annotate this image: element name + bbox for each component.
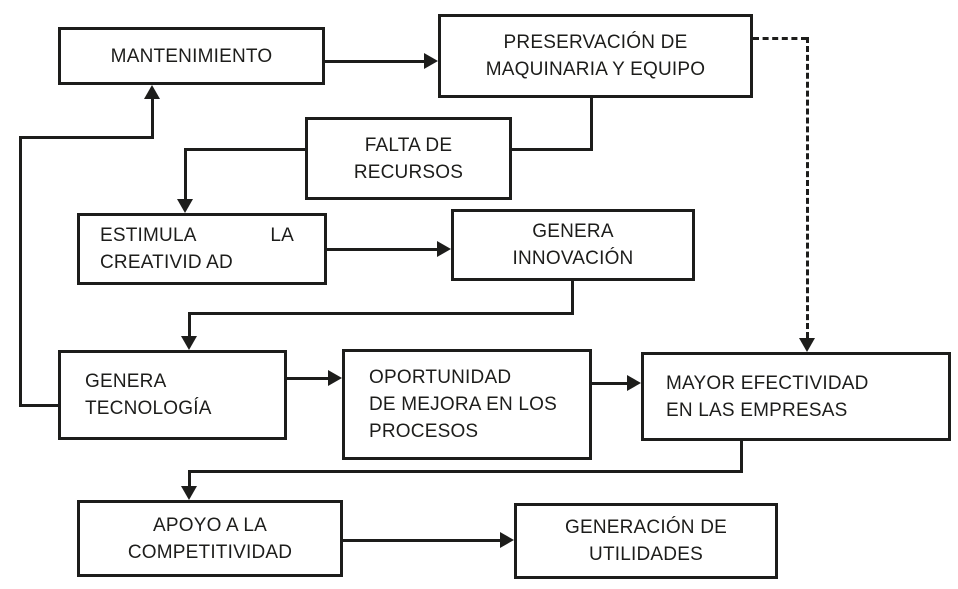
node-label: TECNOLOGÍA <box>85 398 212 419</box>
node-label: MANTENIMIENTO <box>110 45 273 67</box>
arrowhead-mantenimiento <box>144 85 160 99</box>
arrowhead-preservacion <box>424 53 438 69</box>
connector-mayor-apoyo-v2 <box>188 470 191 488</box>
connector-innovacion-tecnologia-v1 <box>571 281 574 315</box>
node-label-line: ESTIMULA LA <box>100 222 294 249</box>
node-falta-de-recursos: FALTA DE RECURSOS <box>305 117 512 200</box>
arrowhead-mayor-efectividad <box>627 375 641 391</box>
connector-innovacion-tecnologia-v2 <box>188 312 191 338</box>
connector-estimula-innovacion <box>327 248 437 251</box>
node-preservacion-maquinaria: PRESERVACIÓN DE MAQUINARIA Y EQUIPO <box>438 14 753 98</box>
connector-apoyo-generacion <box>343 539 500 542</box>
connector-oportunidad-mayor <box>592 382 627 385</box>
arrowhead-genera-innovacion <box>437 241 451 257</box>
node-label: EN LAS EMPRESAS <box>666 399 848 421</box>
connector-preservacion-falta-h <box>512 148 593 151</box>
node-label: UTILIDADES <box>589 544 703 565</box>
node-label: ESTIMULA <box>100 225 197 246</box>
node-label: PRESERVACIÓN DE <box>503 32 688 53</box>
connector-tecnologia-mantenimiento-v <box>19 136 22 407</box>
node-mantenimiento: MANTENIMIENTO <box>58 27 325 85</box>
connector-tecnologia-mantenimiento-h1 <box>19 404 58 407</box>
node-label: GENERA <box>85 371 167 392</box>
node-label: RECURSOS <box>353 161 464 183</box>
node-label: GENERACIÓN DE <box>564 517 727 538</box>
connector-falta-estimula-h <box>185 148 305 151</box>
node-label: FALTA DE <box>364 134 453 156</box>
arrowhead-generacion-utilidades <box>500 532 514 548</box>
node-label: MAYOR EFECTIVIDAD <box>666 372 869 394</box>
node-label: GENERA <box>532 221 614 242</box>
connector-tecnologia-mantenimiento-v2 <box>151 97 154 139</box>
dashed-connector-preservacion-mayor-h <box>753 37 807 40</box>
arrowhead-genera-tecnologia <box>181 336 197 350</box>
node-label: INNOVACIÓN <box>512 248 634 269</box>
node-label: MAQUINARIA Y EQUIPO <box>485 59 706 80</box>
connector-falta-estimula-v <box>184 148 187 201</box>
connector-mayor-apoyo-h <box>188 470 743 473</box>
node-label: PROCESOS <box>369 421 479 442</box>
node-oportunidad-mejora: OPORTUNIDAD DE MEJORA EN LOS PROCESOS <box>342 349 592 460</box>
connector-mantenimiento-preservacion <box>325 60 425 63</box>
node-estimula-creatividad: ESTIMULA LA CREATIVID AD <box>77 213 327 285</box>
arrowhead-estimula-creatividad <box>177 199 193 213</box>
arrowhead-mayor-efectividad-dashed <box>799 338 815 352</box>
node-label: CREATIVID AD <box>100 252 233 273</box>
dashed-connector-preservacion-mayor-v <box>806 37 809 338</box>
connector-tecnologia-mantenimiento-h2 <box>19 136 154 139</box>
node-genera-tecnologia: GENERA TECNOLOGÍA <box>58 350 287 440</box>
node-label: LA <box>270 225 294 246</box>
node-label: APOYO A LA <box>153 514 267 536</box>
node-label: COMPETITIVIDAD <box>127 541 293 563</box>
connector-preservacion-falta-v <box>590 98 593 151</box>
connector-tecnologia-oportunidad <box>287 377 328 380</box>
node-mayor-efectividad: MAYOR EFECTIVIDAD EN LAS EMPRESAS <box>641 352 951 441</box>
node-label: OPORTUNIDAD <box>369 367 512 388</box>
node-genera-innovacion: GENERA INNOVACIÓN <box>451 209 695 281</box>
node-generacion-utilidades: GENERACIÓN DE UTILIDADES <box>514 503 778 579</box>
arrowhead-oportunidad-mejora <box>328 370 342 386</box>
node-label: DE MEJORA EN LOS <box>369 394 557 415</box>
connector-innovacion-tecnologia-h <box>188 312 574 315</box>
arrowhead-apoyo-competitividad <box>181 486 197 500</box>
node-apoyo-competitividad: APOYO A LA COMPETITIVIDAD <box>77 500 343 577</box>
connector-mayor-apoyo-v1 <box>740 441 743 473</box>
